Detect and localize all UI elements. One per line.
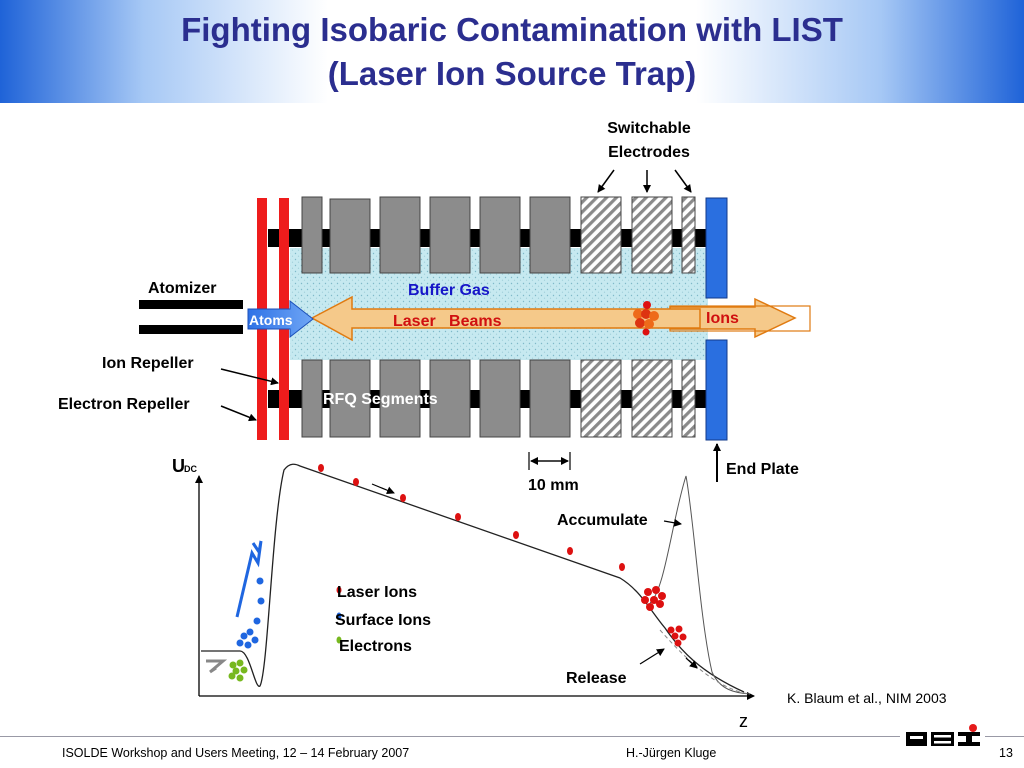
legend-laser-ions: Laser Ions xyxy=(337,584,417,601)
accumulate-pointer xyxy=(663,518,682,527)
end-plate-upper xyxy=(705,197,728,299)
atomizer-label: Atomizer xyxy=(148,280,216,297)
rfq-segment xyxy=(379,196,421,274)
end-plate-label: End Plate xyxy=(726,461,799,478)
rfq-segment xyxy=(429,196,471,274)
electron-bolt xyxy=(206,659,228,674)
ion-repeller-pointer xyxy=(220,368,279,386)
footer-divider-right xyxy=(985,736,1024,737)
legend-marker-laser-ions xyxy=(336,586,342,594)
y-axis-label-subscript: DC xyxy=(184,464,197,474)
electron-repeller-pointer xyxy=(220,405,257,422)
footer-divider xyxy=(0,736,900,737)
legend-marker-electrons xyxy=(336,636,342,644)
trapped-ion-cluster xyxy=(633,301,659,336)
electron-repeller-label: Electron Repeller xyxy=(58,396,190,413)
gsi-logo xyxy=(904,724,984,746)
rfq-segment xyxy=(329,198,371,274)
rfq-segment xyxy=(301,196,323,274)
dc-potential-curve xyxy=(201,463,745,693)
rfq-segment xyxy=(379,359,421,438)
release-drift-arrow xyxy=(685,657,698,669)
accumulated-ion-cluster xyxy=(641,586,666,611)
atoms-label: Atoms xyxy=(249,312,293,328)
footer-author: H.-Jürgen Kluge xyxy=(626,746,717,760)
legend-marker-surface-ions xyxy=(336,612,342,620)
y-axis-label: U xyxy=(172,456,185,476)
release-path xyxy=(659,629,751,695)
rfq-segment xyxy=(529,196,571,274)
laser-beams-label: Laser Beams xyxy=(393,313,502,330)
x-axis-label: z xyxy=(739,711,748,731)
title-line-2: (Laser Ion Source Trap) xyxy=(327,55,697,92)
release-label: Release xyxy=(566,670,627,687)
legend: Laser Ions Surface Ions Electrons xyxy=(335,584,431,655)
switchable-electrode xyxy=(681,196,696,274)
rfq-segments-label: RFQ Segments xyxy=(323,391,438,408)
ions-label: Ions xyxy=(706,310,739,327)
switchable-electrodes-label-1: Switchable xyxy=(607,120,691,137)
rfq-segment xyxy=(479,359,521,438)
buffer-gas-label: Buffer Gas xyxy=(408,282,490,299)
atoms-arrow xyxy=(247,299,314,339)
list-trap-diagram: Switchable Electrodes Atomizer Buffer Ga… xyxy=(58,120,947,731)
rfq-segment xyxy=(301,359,323,438)
laser-ions-on-slope xyxy=(318,464,625,571)
switchable-electrode xyxy=(631,196,673,274)
switchable-electrode xyxy=(681,359,696,438)
rfq-segment xyxy=(429,359,471,438)
drift-arrow xyxy=(371,483,395,495)
switchable-electrode xyxy=(631,359,673,438)
end-plate-lower xyxy=(705,339,728,441)
released-ions xyxy=(667,625,687,647)
ion-repeller-label: Ion Repeller xyxy=(102,355,194,372)
electrons xyxy=(228,659,248,682)
surface-ions xyxy=(236,577,265,649)
release-potential-curve xyxy=(649,475,751,695)
scale-label: 10 mm xyxy=(528,477,579,494)
title-line-1: Fighting Isobaric Contamination with LIS… xyxy=(181,11,843,48)
page-number: 13 xyxy=(999,746,1013,760)
legend-surface-ions: Surface Ions xyxy=(335,612,431,629)
atomizer-plate-lower xyxy=(139,325,243,334)
switchable-electrodes-label-2: Electrodes xyxy=(608,144,690,161)
switchable-pointer xyxy=(597,169,615,193)
slide-title: Fighting Isobaric Contamination with LIS… xyxy=(0,8,1024,96)
surface-ion-bolt xyxy=(235,540,263,618)
atomizer-plate-upper xyxy=(139,300,243,309)
switchable-electrode xyxy=(580,359,622,438)
switchable-electrode xyxy=(580,196,622,274)
title-banner xyxy=(0,0,1024,103)
rfq-segments-upper xyxy=(301,196,696,274)
switchable-pointer xyxy=(674,169,692,193)
rfq-segment xyxy=(329,359,371,438)
rfq-segments-lower xyxy=(301,359,696,438)
legend-electrons: Electrons xyxy=(339,638,412,655)
accumulate-label: Accumulate xyxy=(557,512,648,529)
release-pointer xyxy=(639,648,665,665)
footer-event: ISOLDE Workshop and Users Meeting, 12 – … xyxy=(62,746,410,760)
reference-citation: K. Blaum et al., NIM 2003 xyxy=(787,690,947,706)
rfq-segment xyxy=(529,359,571,438)
laser-beams-arrow xyxy=(310,295,701,342)
rfq-segment xyxy=(479,196,521,274)
